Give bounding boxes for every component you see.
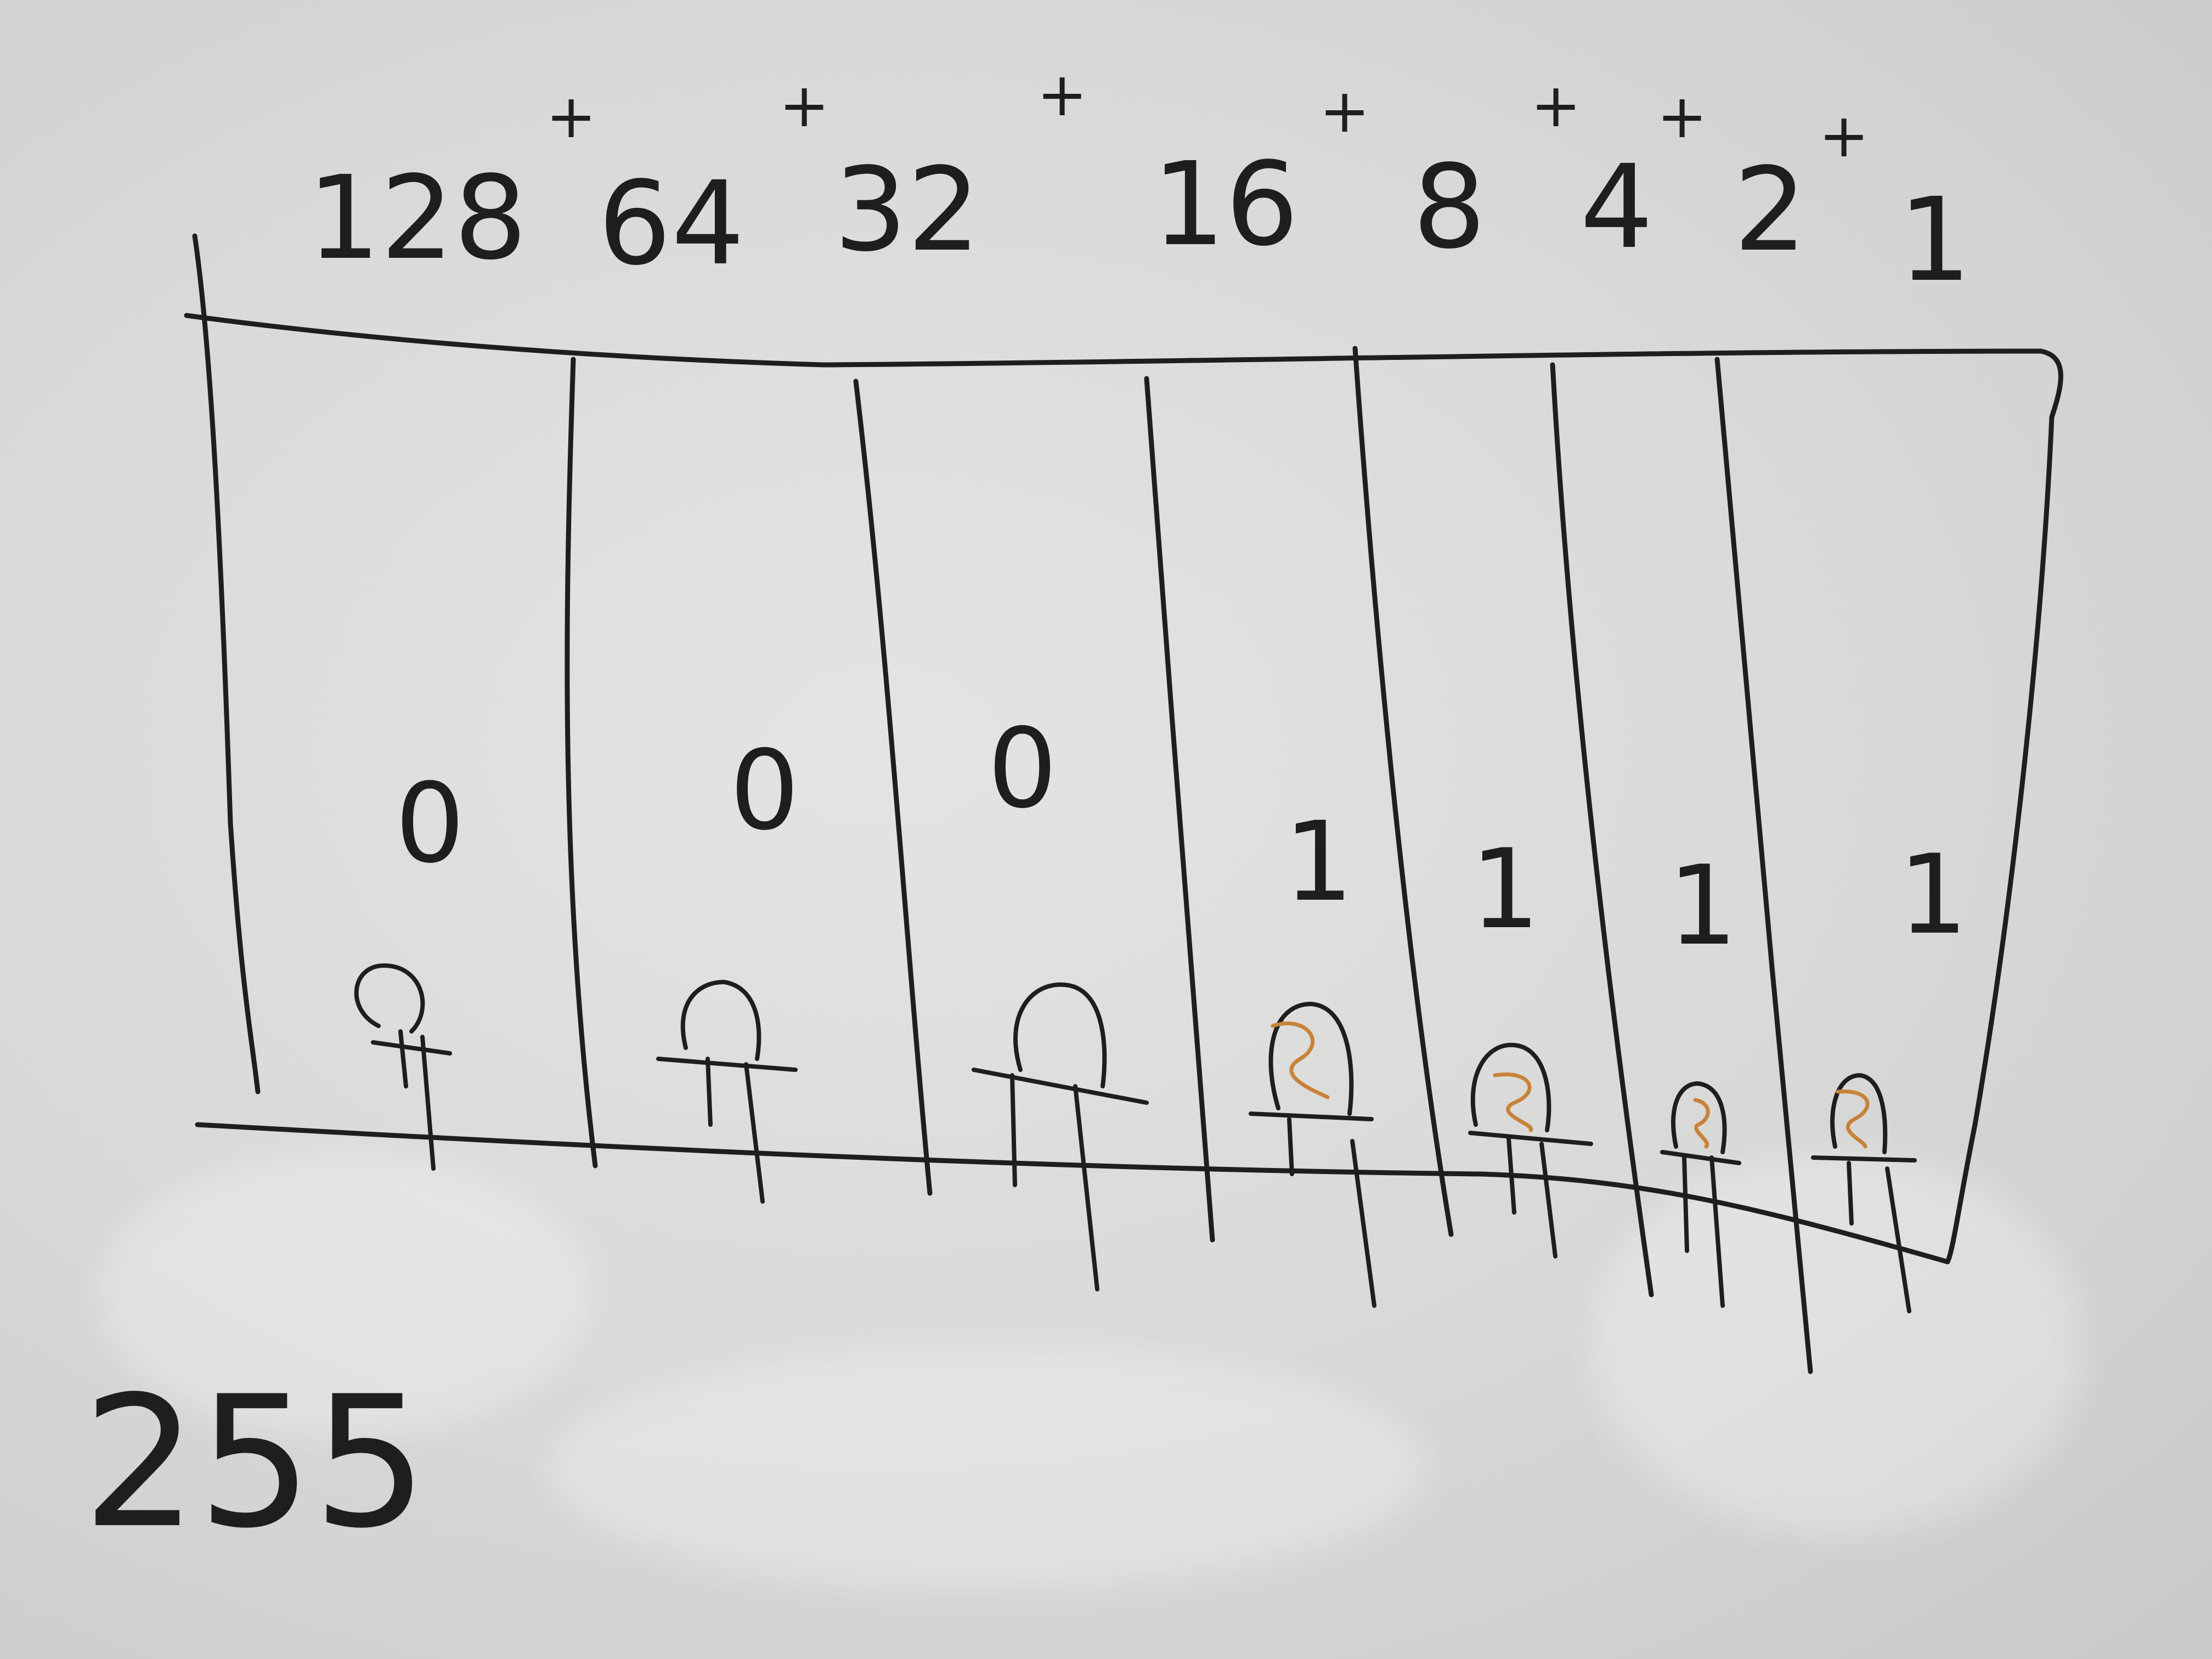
plus-mark: + (1657, 81, 1707, 151)
bit-state-2: 1 (1898, 831, 1968, 959)
bit-value-32: 32 (834, 143, 980, 277)
plus-mark: + (1819, 100, 1869, 171)
bit-value-64: 64 (598, 156, 744, 291)
led-icon (1660, 1081, 1741, 1308)
bit-value-2: 2 (1734, 143, 1807, 277)
bit-state-32: 0 (988, 705, 1057, 833)
plus-mark: + (1319, 76, 1370, 146)
bit-value-16: 16 (1152, 137, 1299, 272)
plus-mark: + (546, 81, 596, 151)
board-smudge (549, 1344, 1426, 1591)
led-icon (1249, 1002, 1376, 1308)
plus-mark: + (1531, 70, 1581, 140)
led-icon (972, 982, 1149, 1291)
table-left-line (192, 233, 261, 1094)
column-divider (1352, 346, 1454, 1237)
board-smudge (99, 1152, 592, 1437)
bit-state-128: 0 (395, 760, 465, 888)
bit-value-1: 1 (1898, 173, 1972, 307)
column-divider (1550, 362, 1654, 1297)
column-divider (853, 379, 933, 1196)
plus-mark: + (1037, 59, 1087, 129)
table-right-line (1945, 414, 2055, 1265)
column-divider (565, 357, 598, 1169)
bit-value-128: 128 (307, 151, 527, 285)
bit-value-4: 4 (1580, 140, 1654, 274)
led-icon (656, 980, 798, 1204)
table-top-line (184, 313, 2063, 420)
table-bottom-line (195, 1122, 1950, 1265)
board-smudge (1591, 1152, 2085, 1536)
bit-state-4: 1 (1668, 842, 1737, 970)
led-icon (1811, 1073, 1917, 1313)
bit-state-8: 1 (1470, 826, 1540, 953)
led-icon (354, 963, 452, 1171)
column-divider (1714, 357, 1813, 1374)
bit-state-16: 1 (1284, 798, 1353, 926)
column-divider (1144, 376, 1215, 1243)
plus-mark: + (779, 70, 830, 140)
bit-state-64: 0 (730, 727, 799, 855)
bit-value-8: 8 (1413, 140, 1486, 274)
led-icon (1468, 1042, 1593, 1259)
total-value: 255 (82, 1357, 428, 1568)
